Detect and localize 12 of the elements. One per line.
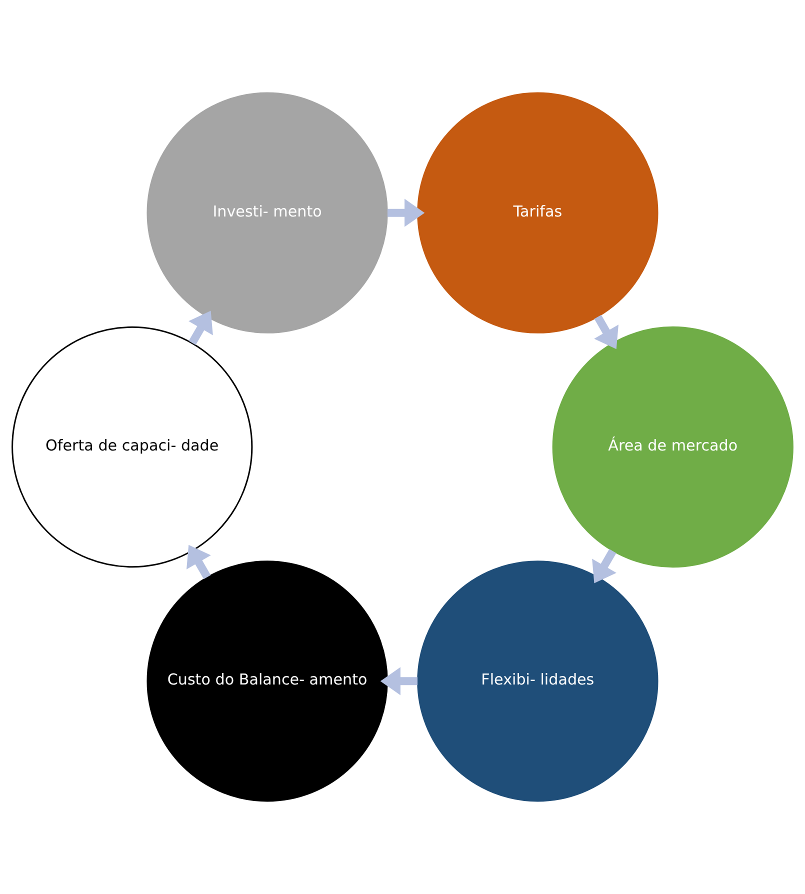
node-circle: Investi- mento bbox=[146, 92, 388, 334]
arrow bbox=[186, 544, 211, 580]
arrow bbox=[387, 198, 425, 227]
arrow bbox=[188, 310, 213, 345]
node-circle: Oferta de capaci- dade bbox=[12, 326, 253, 568]
node-circle: Flexibi- lidades bbox=[417, 560, 658, 802]
node-circle: Tarifas bbox=[417, 92, 658, 334]
node-circle: Custo do Balance- amento bbox=[146, 560, 388, 802]
arrow bbox=[594, 314, 618, 350]
arrow bbox=[380, 667, 418, 696]
arrow bbox=[592, 549, 616, 584]
node-circle: Área de mercado bbox=[552, 326, 794, 568]
